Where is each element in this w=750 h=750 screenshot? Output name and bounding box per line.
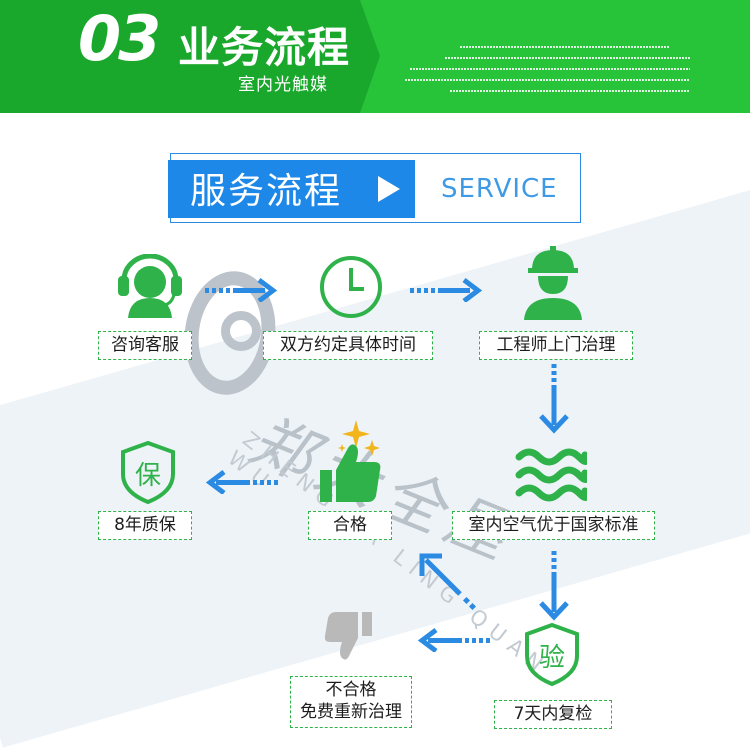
header-dark-panel xyxy=(0,0,380,113)
node-consult-label: 咨询客服 xyxy=(98,331,192,360)
engineer-helmet-icon xyxy=(524,246,582,320)
arrow-left-icon xyxy=(206,470,278,494)
node-schedule-label: 双方约定具体时间 xyxy=(263,331,433,360)
node-recheck-label: 7天内复检 xyxy=(494,700,612,729)
air-waves-icon xyxy=(515,448,587,502)
node-pass-label: 合格 xyxy=(308,511,392,540)
watermark-logo-inner xyxy=(221,311,261,351)
warranty-shield-icon: 保 xyxy=(121,440,175,504)
arrow-down-icon xyxy=(539,364,569,434)
thumbs-up-icon xyxy=(320,444,381,502)
arrow-left-icon xyxy=(418,628,490,652)
node-air-label: 室内空气优于国家标准 xyxy=(452,511,655,540)
watermark: 郑大全屋 ZHENG DA LING QUAN WU xyxy=(165,265,635,681)
inspection-shield-icon: 验 xyxy=(525,622,579,686)
header-banner: 03 业务流程 室内光触媒 xyxy=(0,0,750,113)
node-engineer-label: 工程师上门治理 xyxy=(479,331,633,360)
thumbs-down-icon xyxy=(324,612,372,660)
node-fail-label-line1: 不合格 xyxy=(325,680,377,700)
recheck-badge-text: 验 xyxy=(539,643,565,673)
arrow-right-icon xyxy=(205,278,277,302)
warranty-badge-text: 保 xyxy=(135,461,161,491)
service-banner-english: SERVICE xyxy=(441,174,558,204)
decorative-text-lines xyxy=(405,46,690,101)
header-subtitle: 室内光触媒 xyxy=(238,75,328,95)
play-triangle-icon xyxy=(378,176,400,202)
node-fail-label-line2: 免费重新治理 xyxy=(300,702,402,722)
sparkle-icon xyxy=(338,420,380,456)
step-number: 03 xyxy=(78,2,161,75)
service-banner-title: 服务流程 xyxy=(190,171,343,212)
arrow-down-icon xyxy=(539,551,569,621)
node-warranty-label: 8年质保 xyxy=(98,511,192,540)
arrow-up-left-icon xyxy=(419,553,476,610)
node-fail-label: 不合格 免费重新治理 xyxy=(290,676,412,728)
header-title: 业务流程 xyxy=(178,23,351,72)
headset-agent-icon xyxy=(118,254,182,318)
clock-icon xyxy=(320,256,382,318)
service-banner-block xyxy=(168,160,415,218)
arrow-right-icon xyxy=(410,278,482,302)
